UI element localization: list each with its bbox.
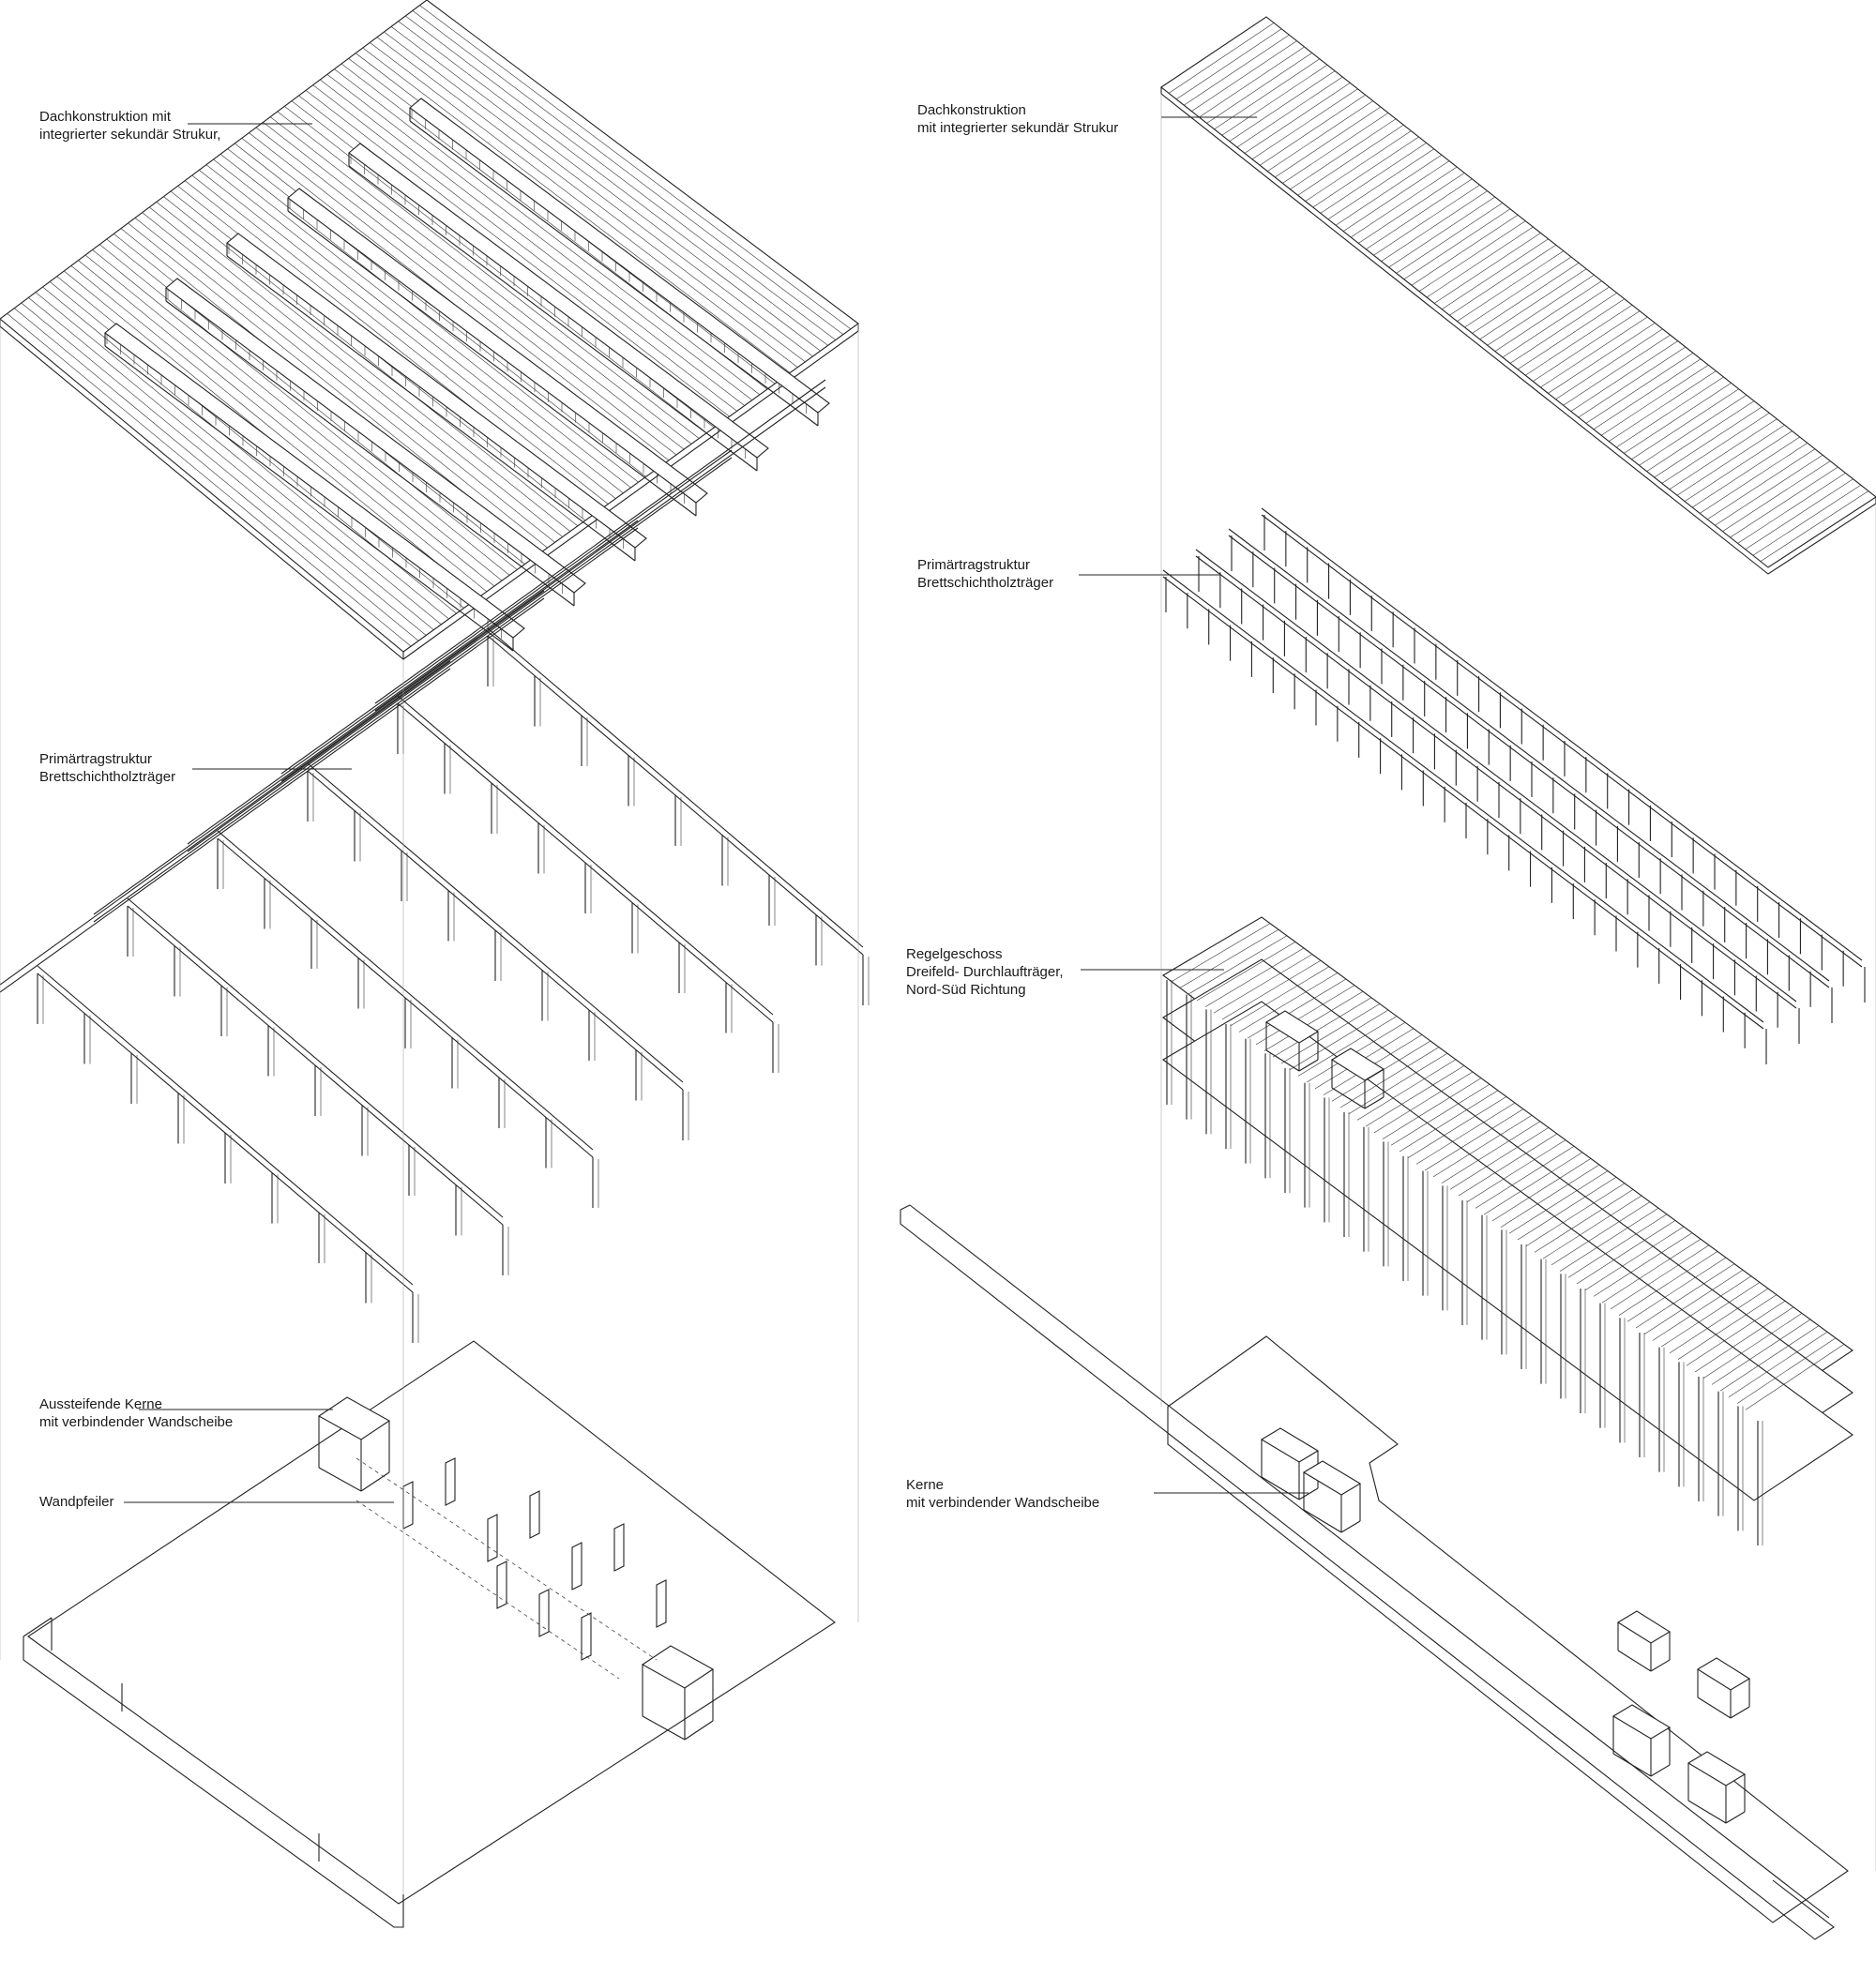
label-left-cores: Aussteifende Kerne mit verbindender Wand… xyxy=(39,1395,233,1431)
floor-core xyxy=(1696,1657,1751,1719)
left-ground-plate xyxy=(23,1340,836,1928)
label-left-roof-line-1: Dachkonstruktion mit xyxy=(39,109,172,125)
floor-core xyxy=(1264,1010,1320,1072)
ground-core xyxy=(1260,1427,1320,1500)
label-left-roof: Dachkonstruktion mit integrierter sekund… xyxy=(39,108,220,143)
label-right-roof: Dachkonstruktion mit integrierter sekund… xyxy=(917,101,1118,137)
floor-core xyxy=(1616,1610,1672,1672)
label-right-primary-line-2: Brettschichtholzträger xyxy=(917,575,1054,591)
label-left-primary-line-2: Brettschichtholzträger xyxy=(39,769,176,785)
right-ground-plate xyxy=(900,1204,1849,1940)
label-left-cores-line-2: mit verbindender Wandscheibe xyxy=(39,1414,234,1430)
label-left-roof-line-2: integrierter sekundär Strukur, xyxy=(39,127,221,143)
label-right-floor-line-3: Nord-Süd Richtung xyxy=(906,982,1026,998)
label-right-primary-line-1: Primärtragstruktur xyxy=(917,557,1031,573)
label-left-piers: Wandpfeiler xyxy=(39,1493,113,1511)
label-right-cores: Kerne mit verbindender Wandscheibe xyxy=(906,1476,1099,1512)
label-left-piers-line-1: Wandpfeiler xyxy=(39,1494,114,1510)
left-roof-slab xyxy=(0,0,859,660)
label-left-primary-line-1: Primärtragstruktur xyxy=(39,751,153,767)
ground-core xyxy=(1687,1751,1747,1824)
right-primary-structure xyxy=(1079,507,1866,1064)
label-right-floor-line-2: Dreifeld- Durchlaufträger, xyxy=(906,964,1064,980)
label-right-roof-line-2: mit integrierter sekundär Strukur xyxy=(917,120,1119,136)
ground-core xyxy=(1611,1704,1672,1777)
floor-core xyxy=(1330,1048,1385,1109)
projection-guides xyxy=(0,94,1876,1894)
core xyxy=(641,1645,715,1741)
label-right-floor-line-1: Regelgeschoss xyxy=(906,946,1003,962)
label-right-roof-line-1: Dachkonstruktion xyxy=(917,102,1026,118)
left-primary-structure xyxy=(0,379,870,1343)
label-right-floor: Regelgeschoss Dreifeld- Durchlaufträger,… xyxy=(906,945,1064,999)
label-left-cores-line-1: Aussteifende Kerne xyxy=(39,1396,162,1412)
label-right-primary: Primärtragstruktur Brettschichtholzträge… xyxy=(917,556,1053,592)
label-left-primary: Primärtragstruktur Brettschichtholzträge… xyxy=(39,750,175,786)
core xyxy=(317,1396,391,1492)
right-roof-slab xyxy=(1160,16,1876,575)
label-right-cores-line-2: mit verbindender Wandscheibe xyxy=(906,1495,1100,1511)
ground-core xyxy=(1302,1460,1362,1533)
right-floor-stack xyxy=(1081,916,1853,1719)
label-right-cores-line-1: Kerne xyxy=(906,1477,945,1493)
